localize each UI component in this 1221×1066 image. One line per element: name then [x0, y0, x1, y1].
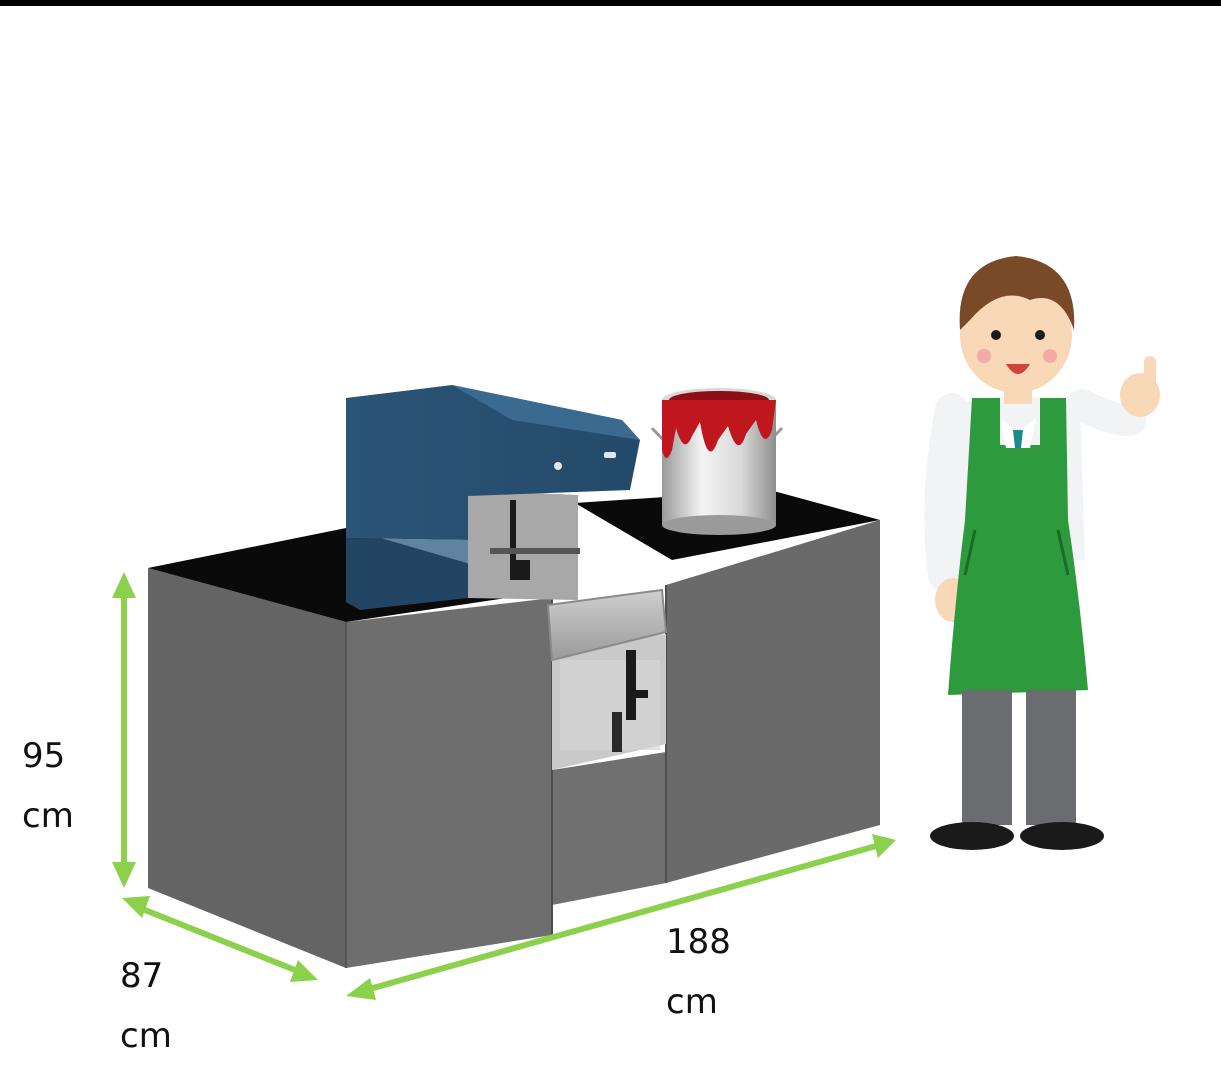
cabinet-inner-back	[468, 490, 578, 600]
paint-drips	[662, 400, 776, 458]
height-unit: cm	[22, 796, 74, 836]
cabinet-tray	[546, 588, 668, 662]
height-value: 95	[22, 736, 66, 776]
top-border-bar	[0, 0, 1221, 6]
cabinet-front-left	[346, 598, 552, 968]
paint-machine-cabinet	[148, 490, 880, 968]
width-value: 188	[666, 922, 731, 962]
height-dimension-arrow	[112, 572, 136, 888]
cabinet-front-right	[666, 520, 880, 883]
depth-dimension-arrow	[122, 896, 318, 982]
cabinet-front-center	[552, 752, 666, 905]
width-dimension-arrow	[346, 834, 896, 1000]
depth-dimension-label: 87 cm	[120, 946, 172, 1066]
cabinet-left-side	[148, 568, 346, 968]
machine-hood	[346, 385, 640, 610]
width-dimension-label: 188 cm	[666, 912, 731, 1032]
apron	[948, 398, 1088, 695]
height-dimension-label: 95 cm	[22, 726, 74, 846]
depth-value: 87	[120, 956, 164, 996]
width-unit: cm	[666, 982, 718, 1022]
paint-can	[650, 388, 784, 535]
shop-clerk-figure	[924, 256, 1160, 850]
depth-unit: cm	[120, 1016, 172, 1056]
